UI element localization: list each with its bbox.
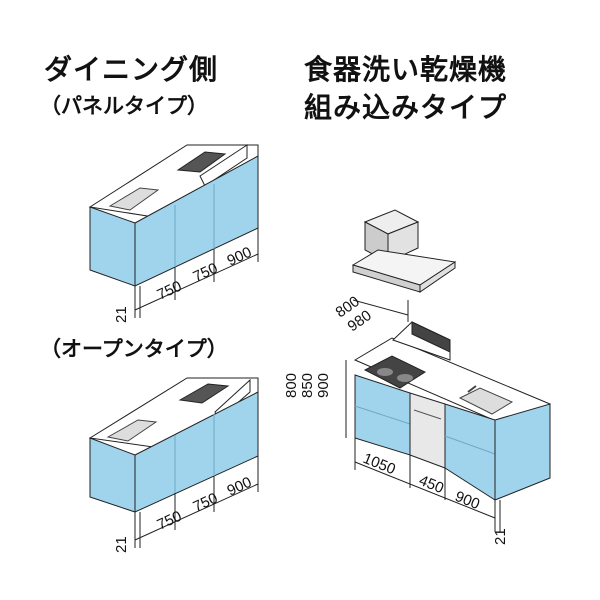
width-dim-1050: 1050 — [361, 450, 398, 478]
panel-dim-750-a: 750 — [155, 278, 185, 304]
open-type-kitchen — [88, 377, 259, 548]
dishwasher-title-line2: 組み込みタイプ — [304, 91, 508, 124]
side-dim-21: 21 — [492, 528, 509, 545]
open-dim-750-a: 750 — [155, 508, 185, 534]
panel-dim-750-b: 750 — [191, 260, 221, 286]
open-dim-21: 21 — [113, 536, 130, 553]
width-dim-450: 450 — [417, 472, 447, 497]
counter-height-800: 800 — [283, 373, 300, 398]
open-type-label: （オープンタイプ） — [40, 337, 228, 361]
counter-height-850: 850 — [299, 373, 316, 398]
dishwasher-kitchen — [345, 209, 552, 532]
panel-type-label: （パネルタイプ） — [40, 94, 208, 118]
panel-dim-21: 21 — [113, 306, 130, 323]
open-dim-750-b: 750 — [191, 490, 221, 516]
dishwasher-title-line1: 食器洗い乾燥機 — [304, 53, 508, 86]
panel-dim-900: 900 — [225, 244, 255, 270]
open-dim-900: 900 — [225, 474, 255, 500]
panel-type-kitchen — [88, 144, 259, 318]
counter-height-900: 900 — [315, 373, 332, 398]
dining-side-title: ダイニング側 — [44, 53, 219, 86]
width-dim-900: 900 — [453, 488, 483, 513]
